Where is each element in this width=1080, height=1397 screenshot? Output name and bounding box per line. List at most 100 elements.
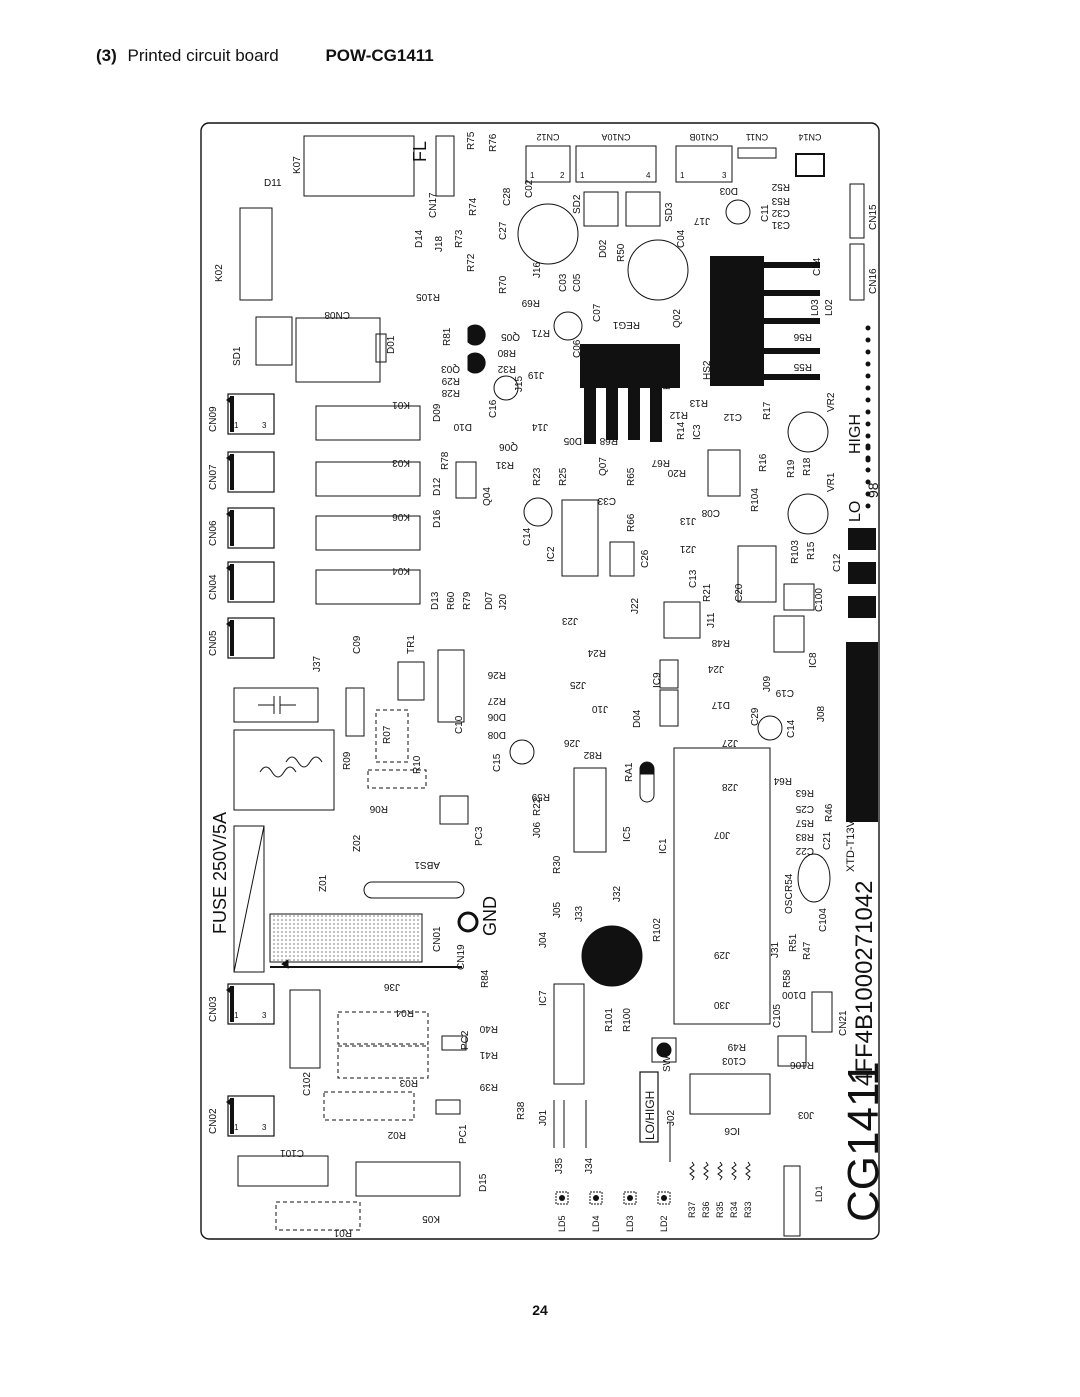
page-number: 24 (532, 1302, 548, 1318)
led-ld1 (783, 1165, 801, 1237)
svg-text:J36: J36 (383, 981, 400, 992)
resistor-label: R37 (687, 1201, 697, 1218)
ic9-outline (659, 659, 679, 689)
svg-text:J15: J15 (514, 375, 525, 392)
svg-text:R12: R12 (669, 409, 688, 420)
silkscreen-dot (865, 409, 871, 415)
silkscreen-dot (865, 385, 871, 391)
svg-text:R52: R52 (771, 181, 790, 192)
lo-text: LO (847, 501, 864, 522)
pin-label: 2 (560, 171, 565, 180)
silkscreen-dot (865, 325, 871, 331)
svg-text:C102: C102 (302, 1072, 313, 1096)
svg-text:IC5: IC5 (622, 826, 633, 842)
svg-text:R79: R79 (462, 591, 473, 610)
transformer-tr1 (397, 661, 425, 701)
variable-resistor-vr1 (787, 493, 829, 535)
svg-text:D16: D16 (432, 509, 443, 528)
svg-text:J09: J09 (762, 675, 773, 692)
svg-text:PC3: PC3 (474, 826, 485, 846)
svg-text:R03: R03 (399, 1077, 418, 1088)
bridge-sd2 (583, 191, 619, 227)
svg-text:R47: R47 (802, 941, 813, 960)
silkscreen-dot (865, 337, 871, 343)
svg-text:J24: J24 (707, 663, 724, 674)
switch-sw1 (651, 1037, 677, 1063)
svg-text:C24: C24 (812, 257, 823, 276)
silkscreen-dot (865, 373, 871, 379)
svg-text:C22: C22 (795, 845, 814, 856)
svg-text:K07: K07 (292, 156, 303, 174)
capacitor-c01 (233, 687, 319, 723)
svg-text:K03: K03 (392, 457, 410, 468)
svg-text:D11: D11 (264, 178, 282, 189)
silkscreen-dot (865, 503, 871, 509)
svg-text:J07: J07 (713, 829, 730, 840)
svg-text:R69: R69 (521, 297, 540, 308)
svg-text:J05: J05 (552, 901, 563, 918)
svg-text:PC1: PC1 (458, 1124, 469, 1144)
silkscreen-dot (865, 455, 871, 461)
svg-text:R46: R46 (824, 803, 835, 822)
svg-text:CN16: CN16 (868, 268, 879, 294)
connector-cn17 (435, 135, 455, 197)
svg-text:R78: R78 (440, 451, 451, 470)
svg-text:R59: R59 (531, 791, 550, 802)
lohigh-text: LO/HIGH (643, 1091, 657, 1140)
svg-text:C26: C26 (640, 549, 651, 568)
svg-text:R29: R29 (441, 375, 460, 386)
svg-text:RA1: RA1 (624, 762, 635, 782)
svg-text:Q03: Q03 (441, 363, 460, 374)
svg-text:R09: R09 (342, 751, 353, 770)
svg-text:J35: J35 (554, 1157, 565, 1174)
svg-text:R75: R75 (466, 131, 477, 150)
svg-text:C21: C21 (822, 831, 833, 850)
svg-text:R74: R74 (468, 197, 479, 216)
relay-k02 (239, 207, 273, 301)
oscillator (797, 853, 831, 903)
resistor-r36: R36 (701, 1161, 711, 1218)
svg-text:CN01: CN01 (432, 926, 443, 952)
capacitor-c14 (523, 497, 553, 527)
svg-text:Q05: Q05 (501, 331, 520, 342)
silkscreen-dot (865, 443, 871, 449)
svg-text:R73: R73 (454, 229, 465, 248)
capacitor-c29 (757, 715, 783, 741)
capacitor-c09 (345, 687, 365, 737)
svg-text:R26: R26 (487, 669, 506, 680)
svg-text:R66: R66 (626, 513, 637, 532)
connector-label: CN03 (208, 996, 219, 1022)
silkscreen-dot (865, 361, 871, 367)
connector-label: CN04 (208, 574, 219, 600)
board-outline (200, 122, 880, 1240)
capacitor-c06 (553, 311, 583, 341)
svg-text:R57: R57 (795, 817, 814, 828)
svg-text:R49: R49 (727, 1041, 746, 1052)
resistor-label: R34 (729, 1201, 739, 1218)
svg-text:C06: C06 (572, 339, 583, 358)
svg-text:L03: L03 (810, 299, 821, 316)
svg-text:TR1: TR1 (406, 635, 417, 654)
resistor-label: R35 (715, 1201, 725, 1218)
svg-text:C03: C03 (558, 273, 569, 292)
connector-label: CN05 (208, 630, 219, 656)
led-label: LD5 (557, 1215, 567, 1232)
svg-text:R25: R25 (558, 467, 569, 486)
connector-cn04: CN04 (208, 561, 275, 603)
absorber-abs1 (363, 881, 465, 899)
connector-cn10b (675, 145, 733, 183)
svg-text:R53: R53 (771, 195, 790, 206)
led-ld5: LD5 (555, 1191, 569, 1232)
connector-cn01 (269, 913, 423, 963)
svg-text:R70: R70 (498, 275, 509, 294)
pin-label: 3 (262, 1011, 267, 1020)
svg-text:C29: C29 (750, 707, 761, 726)
svg-text:C10: C10 (454, 715, 465, 734)
svg-text:R105: R105 (416, 291, 440, 302)
svg-text:R55: R55 (793, 361, 812, 372)
resistor-label: R33 (743, 1201, 753, 1218)
svg-text:C07: C07 (592, 303, 603, 322)
